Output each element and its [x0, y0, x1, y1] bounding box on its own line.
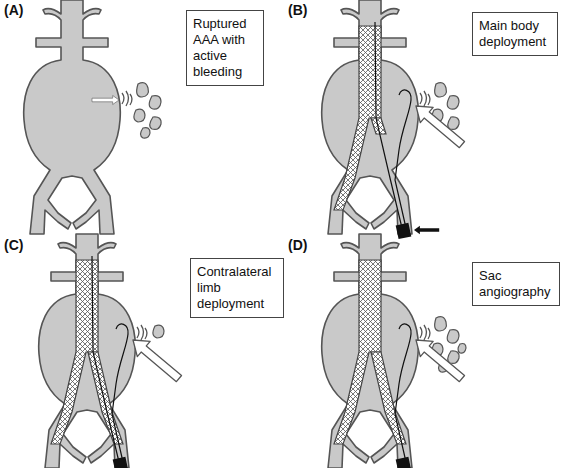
panel-b-figure — [322, 0, 469, 239]
caption-text: Contralateral limb deployment — [197, 264, 277, 312]
caption-box: Sac angiography — [472, 262, 560, 306]
caption-box: Main body deployment — [472, 12, 558, 56]
caption-text: Sac angiography — [479, 268, 553, 300]
caption-text: Ruptured AAA with active bleeding — [193, 16, 257, 80]
panel-label: (B) — [288, 2, 307, 18]
panel-d-figure — [322, 234, 469, 468]
caption-text: Main body deployment — [479, 18, 551, 50]
panel-a-figure — [24, 0, 161, 234]
caption-box: Ruptured AAA with active bleeding — [186, 10, 264, 86]
caption-box: Contralateral limb deployment — [190, 258, 284, 318]
panel-label: (A) — [4, 2, 23, 18]
panel-label: (C) — [4, 237, 23, 253]
panel-c-figure — [39, 234, 186, 468]
panel-label: (D) — [288, 237, 307, 253]
